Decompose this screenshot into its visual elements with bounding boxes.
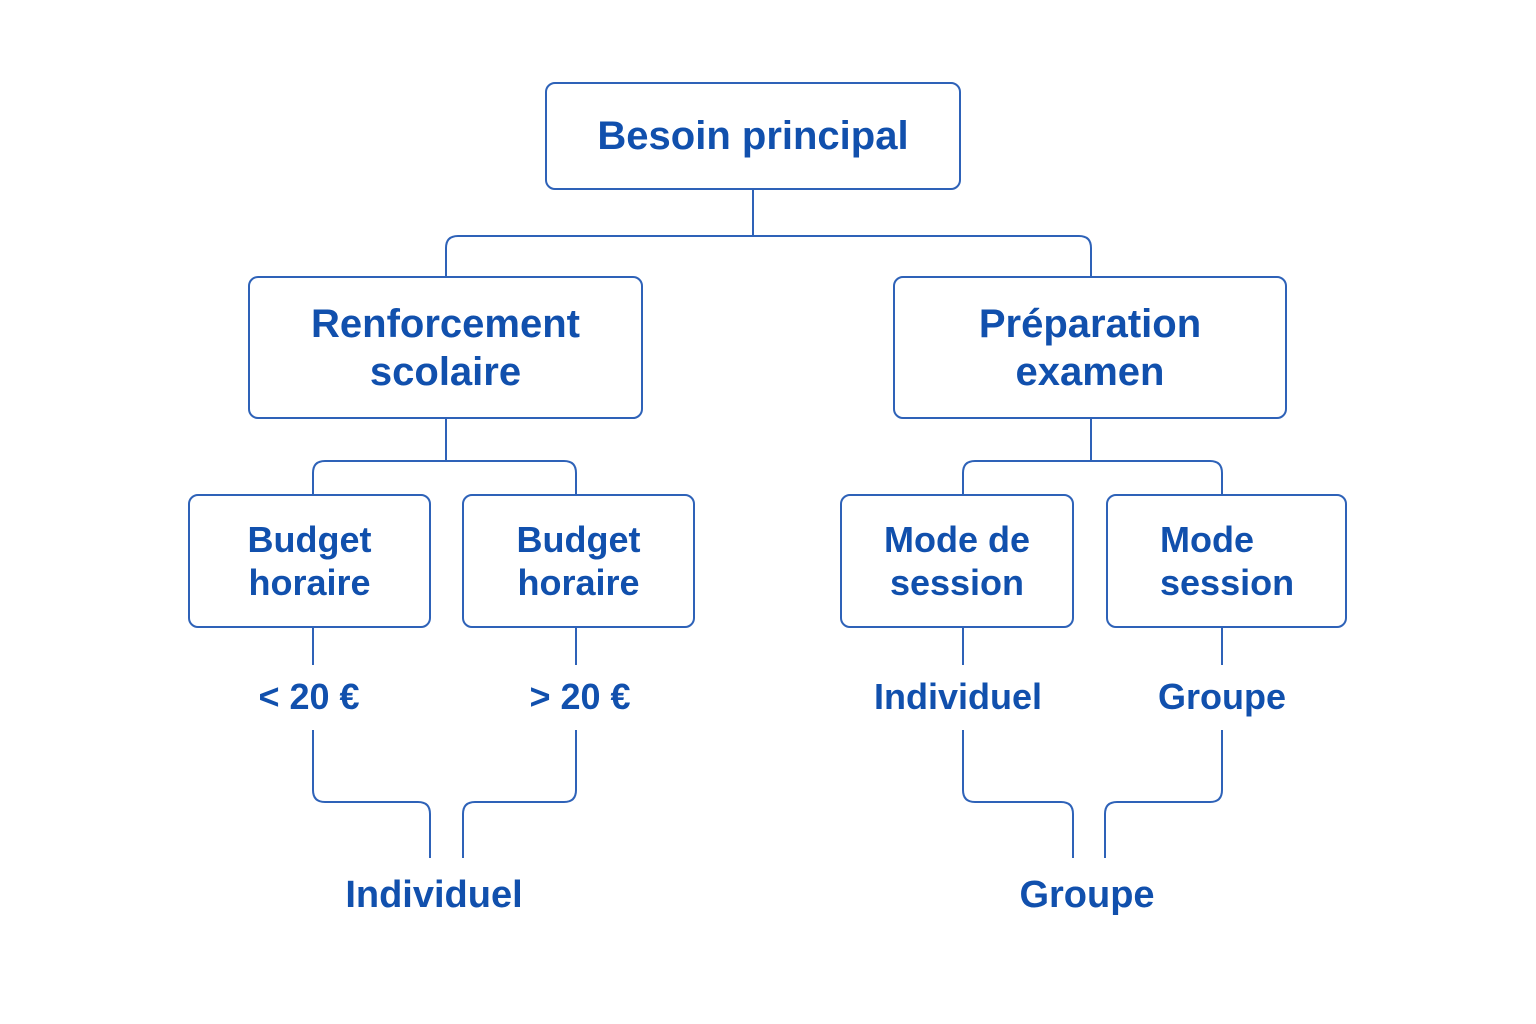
connector-root-branch: [445, 235, 1092, 276]
branch-label-lt20: < 20 €: [258, 676, 360, 717]
connector-lt20-to-outcome: [312, 730, 431, 858]
outcome-individuel: Individuel: [345, 874, 523, 916]
budget-horaire-high-node: Budget horaire: [462, 494, 695, 628]
mode-de-session-node: Mode de session: [840, 494, 1074, 628]
renforcement-scolaire-node: Renforcement scolaire: [248, 276, 643, 419]
connector-preparation-branch: [962, 460, 1223, 495]
connector-groupe-to-outcome: [1104, 730, 1223, 858]
outcome-groupe: Groupe: [1019, 874, 1155, 916]
branch-label-gt20: > 20 €: [529, 676, 631, 717]
branch-label-individuel: Individuel: [873, 676, 1043, 717]
connector-gt20-to-outcome: [462, 730, 577, 858]
connector-individuel-to-outcome: [962, 730, 1074, 858]
budget-horaire-low-node: Budget horaire: [188, 494, 431, 628]
connector-renforcement-branch: [312, 460, 577, 495]
root-node-label: Besoin principal: [597, 114, 909, 158]
branch-label-groupe: Groupe: [1157, 676, 1287, 717]
preparation-examen-node: Préparation examen: [893, 276, 1287, 419]
mode-session-node: Mode session: [1106, 494, 1347, 628]
root-node: Besoin principal: [545, 82, 961, 190]
